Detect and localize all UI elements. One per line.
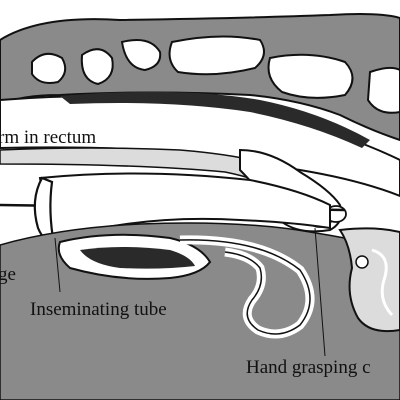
rectal-wall [60, 91, 370, 148]
pointer-hand [314, 227, 326, 357]
oviduct [371, 248, 394, 317]
label-arm-in-rectum: rm in rectum [0, 127, 97, 148]
label-inseminating-tube: Inseminating tube [30, 299, 167, 320]
label-syringe: ge [0, 264, 16, 285]
label-hand-grasping: Hand grasping c [246, 357, 371, 378]
uterine-horn-outline [179, 239, 311, 335]
vagina [38, 172, 331, 242]
follicle [355, 255, 369, 269]
pointer-tube [54, 237, 61, 293]
vertebrae [31, 35, 400, 114]
bladder-folds [80, 247, 195, 269]
